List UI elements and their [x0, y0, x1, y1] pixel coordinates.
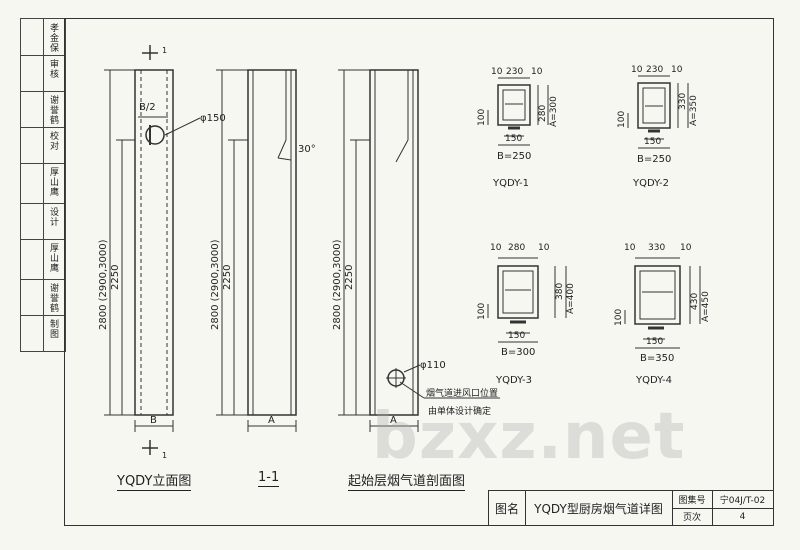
inlet-note-line1: 烟气道进风口位置 — [426, 387, 498, 399]
section-caption: 1-1 — [258, 470, 280, 487]
type-name-label: YQDY-3 — [495, 375, 532, 386]
dim-label: 10 — [538, 243, 550, 253]
drawing-title: YQDY型厨房烟气道详图 — [525, 491, 673, 525]
title-block: 图名 YQDY型厨房烟气道详图 图集号 宁04J/T-02 页次 4 — [488, 490, 773, 525]
elevation-lower-height-label: 2250 — [110, 265, 121, 290]
elevation-height-label: 2800 (2900,3000) — [98, 239, 109, 330]
sidebar-divider — [43, 19, 44, 351]
dim-label: 10 — [624, 243, 636, 253]
dim-label: 380 — [555, 283, 565, 300]
type-yqdy-4-figure — [624, 257, 701, 349]
section-width-label: A — [268, 415, 275, 426]
inlet-diameter-label: φ110 — [420, 360, 446, 371]
dim-label: 150 — [508, 331, 525, 341]
section-mark-label: 1 — [162, 46, 167, 55]
dim-label: A=350 — [689, 95, 699, 126]
dim-label: 330 — [678, 93, 688, 110]
sidebar-cell: 厚山鹰 — [21, 239, 65, 280]
section-1-1-view — [216, 69, 297, 432]
inlet-note-line2: 由单体设计确定 — [428, 405, 491, 417]
dim-label: 330 — [648, 243, 665, 253]
watermark: bzxz.net — [372, 400, 686, 474]
start-section-view — [338, 69, 500, 432]
start-height-label: 2800 (2900,3000) — [332, 239, 343, 330]
drawing-frame — [64, 18, 774, 526]
approval-sidebar: 孝金保 审核 谢誉鹤 校对 厚山鹰 设计 厚山鹰 谢誉鹤 制图 — [20, 18, 66, 352]
section-height-label: 2800 (2900,3000) — [210, 239, 221, 330]
dim-label: 280 — [508, 243, 525, 253]
type-yqdy-2-figure — [627, 75, 689, 149]
dim-label: 10 — [680, 243, 692, 253]
dim-label: A=450 — [701, 291, 711, 322]
dim-label: 150 — [646, 337, 663, 347]
elevation-caption: YQDY立面图 — [117, 470, 192, 491]
type-yqdy-1-figure — [487, 77, 549, 146]
dim-label: 150 — [505, 134, 522, 144]
dim-label: 230 — [506, 67, 523, 77]
sidebar-cell: 谢誉鹤 — [21, 279, 65, 316]
dim-label: 10 — [631, 65, 643, 75]
type-name-label: YQDY-2 — [632, 178, 669, 189]
start-lower-height-label: 2250 — [344, 265, 355, 290]
type-yqdy-3-figure — [487, 257, 567, 343]
title-block-label: 图名 — [489, 491, 526, 525]
dim-label: 280 — [538, 105, 548, 122]
sidebar-cell: 孝金保 — [21, 19, 65, 56]
sidebar-cell: 制图 — [48, 319, 58, 339]
dim-label: 100 — [477, 109, 487, 126]
dim-label: A=300 — [549, 96, 559, 127]
width-b-label: B=350 — [640, 353, 674, 364]
elevation-width-label: B — [150, 415, 157, 426]
dim-label: 10 — [671, 65, 683, 75]
type-name-label: YQDY-4 — [635, 375, 672, 386]
dim-label: 10 — [531, 67, 543, 77]
section-mark-label: 1 — [162, 451, 167, 460]
dim-label: 230 — [646, 65, 663, 75]
page-value: 4 — [739, 511, 746, 522]
elevation-view — [104, 45, 201, 455]
dim-label: 150 — [644, 137, 661, 147]
page-key: 页次 — [672, 508, 713, 525]
section-lower-height-label: 2250 — [222, 265, 233, 290]
dim-label: 100 — [614, 309, 624, 326]
start-width-label: A — [390, 415, 397, 426]
sidebar-cell: 谢誉鹤 — [21, 91, 65, 128]
atlas-number-key: 图集号 — [672, 491, 713, 509]
sidebar-cell: 厚山鹰 — [21, 163, 65, 204]
width-b-label: B=250 — [637, 154, 671, 165]
dim-label: 100 — [617, 111, 627, 128]
start-section-caption: 起始层烟气道剖面图 — [348, 470, 466, 491]
dim-label: 100 — [477, 303, 487, 320]
atlas-number-value: 宁04J/T-02 — [712, 491, 773, 509]
hole-diameter-label: φ150 — [200, 113, 226, 124]
sidebar-cell: 校对 — [21, 127, 65, 164]
type-name-label: YQDY-1 — [492, 178, 529, 189]
width-b-label: B=250 — [497, 151, 531, 162]
half-width-label: B/2 — [139, 102, 156, 113]
dim-label: 430 — [690, 293, 700, 310]
angle-label: 30° — [298, 144, 316, 155]
dim-label: 10 — [491, 67, 503, 77]
width-b-label: B=300 — [501, 347, 535, 358]
sidebar-cell: 设计 — [21, 203, 65, 240]
dim-label: 10 — [490, 243, 502, 253]
dim-label: A=400 — [566, 283, 576, 314]
sidebar-cell: 审核 — [21, 55, 65, 92]
